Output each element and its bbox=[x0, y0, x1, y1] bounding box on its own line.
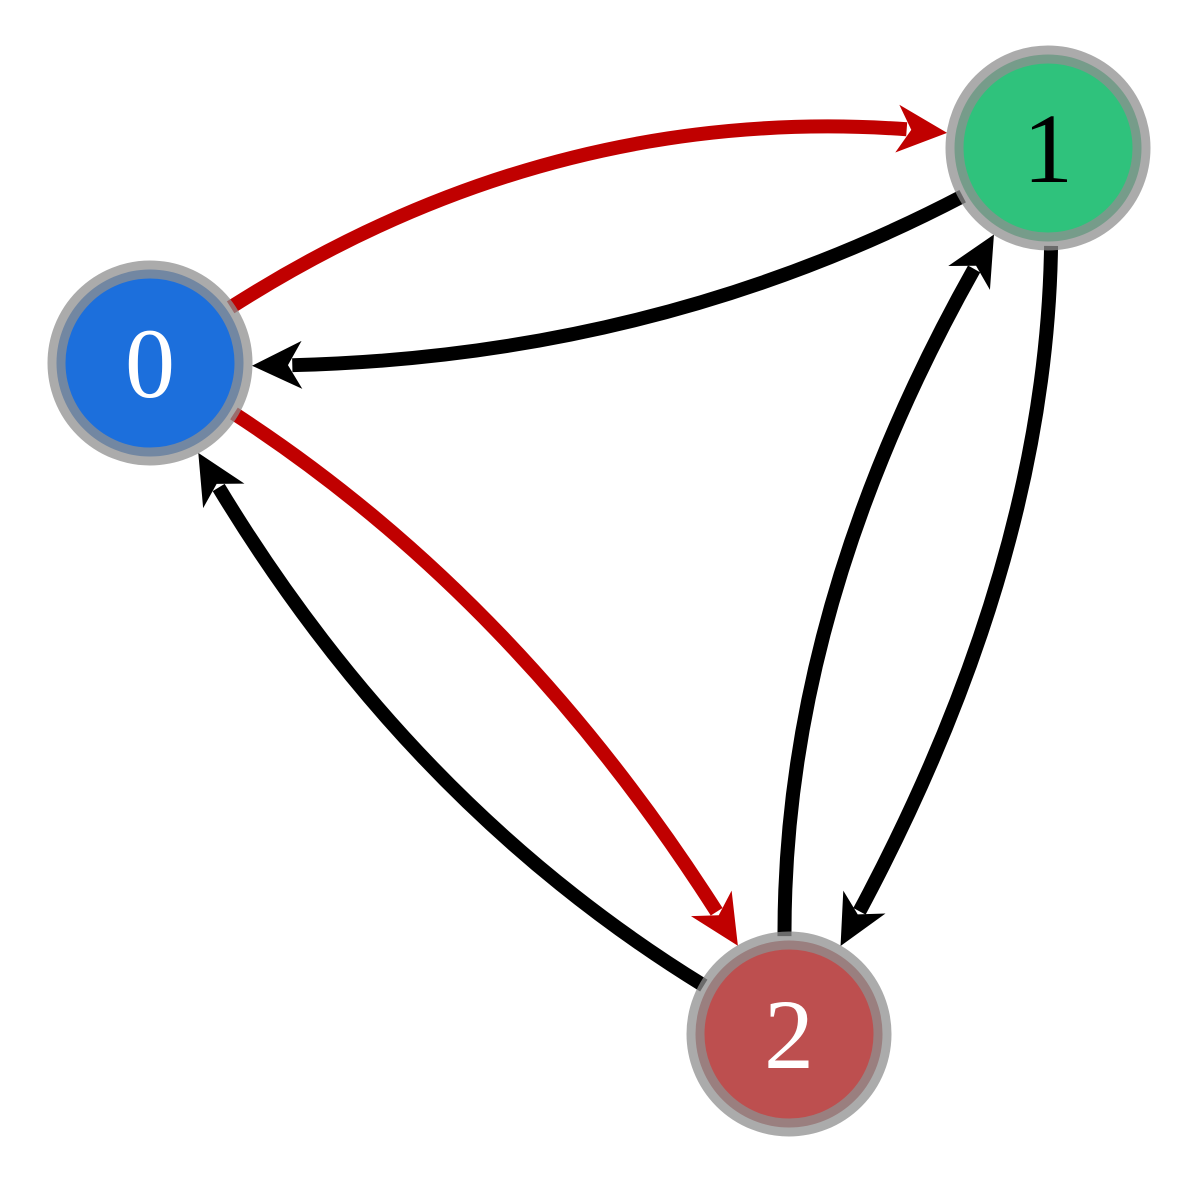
edges-layer bbox=[198, 104, 1059, 992]
edge-1-to-0 bbox=[251, 189, 966, 389]
edge-line-0-to-2 bbox=[230, 407, 723, 916]
arrowhead-2-to-0 bbox=[198, 452, 245, 509]
edge-line-2-to-1 bbox=[777, 265, 981, 937]
edge-line-1-to-0 bbox=[292, 189, 966, 373]
node-circle-1 bbox=[945, 45, 1151, 251]
edge-2-to-1 bbox=[777, 234, 994, 937]
edge-1-to-2 bbox=[840, 245, 1059, 946]
node-2: 2 bbox=[686, 931, 892, 1137]
nodes-layer: 0 1 2 bbox=[47, 45, 1151, 1137]
arrowhead-1-to-0 bbox=[251, 340, 303, 389]
node-1: 1 bbox=[945, 45, 1151, 251]
arrowhead-0-to-2 bbox=[690, 890, 738, 946]
node-circle-0 bbox=[47, 260, 253, 466]
arrowhead-1-to-2 bbox=[840, 890, 886, 946]
node-label-0: 0 bbox=[125, 308, 175, 419]
node-circle-2 bbox=[686, 931, 892, 1137]
edge-line-2-to-0 bbox=[212, 483, 708, 992]
arrowhead-2-to-1 bbox=[948, 234, 994, 290]
edge-2-to-0 bbox=[198, 452, 708, 992]
edge-0-to-1 bbox=[226, 104, 948, 314]
edge-line-1-to-2 bbox=[853, 245, 1059, 915]
node-0: 0 bbox=[47, 260, 253, 466]
arrowhead-0-to-1 bbox=[895, 104, 948, 153]
node-label-2: 2 bbox=[764, 979, 814, 1090]
edge-line-0-to-1 bbox=[226, 119, 908, 314]
edge-0-to-2 bbox=[230, 407, 738, 946]
node-label-1: 1 bbox=[1023, 93, 1073, 204]
